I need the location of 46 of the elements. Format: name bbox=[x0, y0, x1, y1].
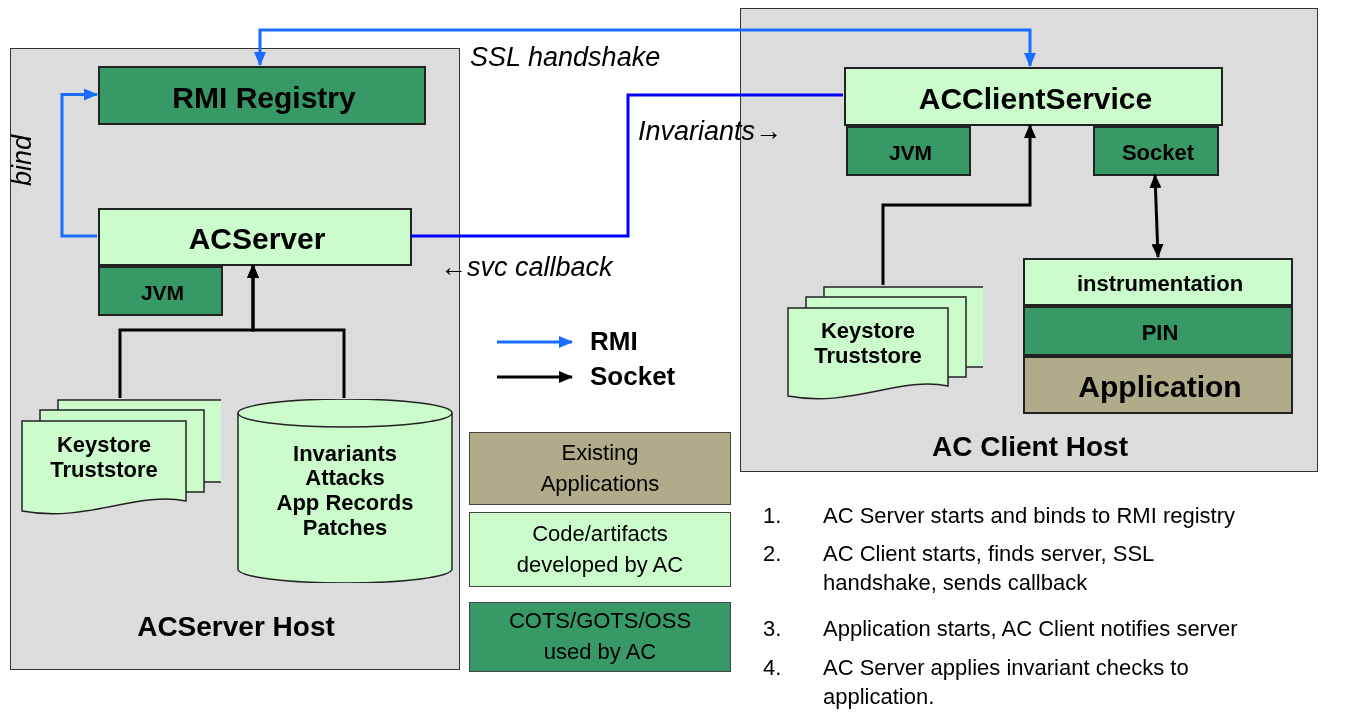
connector-arrow bbox=[1149, 174, 1164, 258]
list-number: 1. bbox=[763, 502, 783, 530]
service-box bbox=[844, 67, 1223, 126]
node-label: Keystore Truststore bbox=[49, 433, 159, 483]
node-label: Patches bbox=[302, 515, 388, 541]
node-label: instrumentation bbox=[1076, 271, 1244, 297]
node-label: Socket bbox=[1121, 140, 1195, 166]
note-text: AC Client starts, finds server, SSL handshake, sends callback bbox=[823, 540, 1155, 597]
node-label: Attacks bbox=[305, 466, 385, 491]
node-label: ACClientService bbox=[918, 81, 1153, 116]
edge-label: SSL handshake bbox=[470, 42, 661, 73]
note-text: AC Server applies invariant checks to application. bbox=[823, 654, 1190, 711]
connector-arrow bbox=[60, 88, 98, 238]
node-label: ACServer bbox=[188, 222, 326, 256]
node-label: App Records bbox=[276, 491, 414, 516]
socket-box bbox=[1093, 126, 1219, 176]
legend-label: RMI bbox=[590, 326, 638, 357]
registry-box bbox=[98, 66, 426, 125]
node-label: PIN bbox=[1141, 320, 1179, 346]
node-label: ACServer Host bbox=[137, 611, 335, 643]
application-box bbox=[1023, 356, 1293, 414]
note-text: Application starts, AC Client notifies server bbox=[823, 615, 1239, 643]
pin-box bbox=[1023, 306, 1293, 356]
legend-label: Code/artifacts developed by AC bbox=[515, 519, 685, 579]
node-label: JVM bbox=[888, 141, 933, 165]
connector-arrow bbox=[247, 264, 346, 398]
connector-arrow bbox=[881, 124, 1036, 285]
list-number: 3. bbox=[763, 615, 783, 643]
node-label: Application bbox=[1078, 370, 1242, 404]
node-label: AC Client Host bbox=[932, 431, 1128, 463]
node-label: RMI Registry bbox=[172, 80, 356, 115]
note-text: AC Server starts and binds to RMI registry bbox=[823, 502, 1237, 530]
jvm-box bbox=[98, 266, 223, 316]
instrumentation-box bbox=[1023, 258, 1293, 306]
list-number: 2. bbox=[763, 540, 783, 568]
node-label: Invariants bbox=[293, 441, 397, 467]
list-number: 4. bbox=[763, 654, 783, 682]
node-label: Keystore Truststore bbox=[813, 319, 923, 369]
legend-label: COTS/GOTS/OSS used by AC bbox=[507, 607, 693, 666]
node-label: JVM bbox=[140, 281, 185, 305]
edge-label: bind bbox=[6, 133, 38, 189]
legend-label: Existing Applications bbox=[539, 438, 661, 498]
jvm-box bbox=[846, 126, 971, 176]
server-box bbox=[98, 208, 412, 266]
legend-label: Socket bbox=[590, 361, 676, 392]
connector-arrow bbox=[254, 28, 1036, 67]
